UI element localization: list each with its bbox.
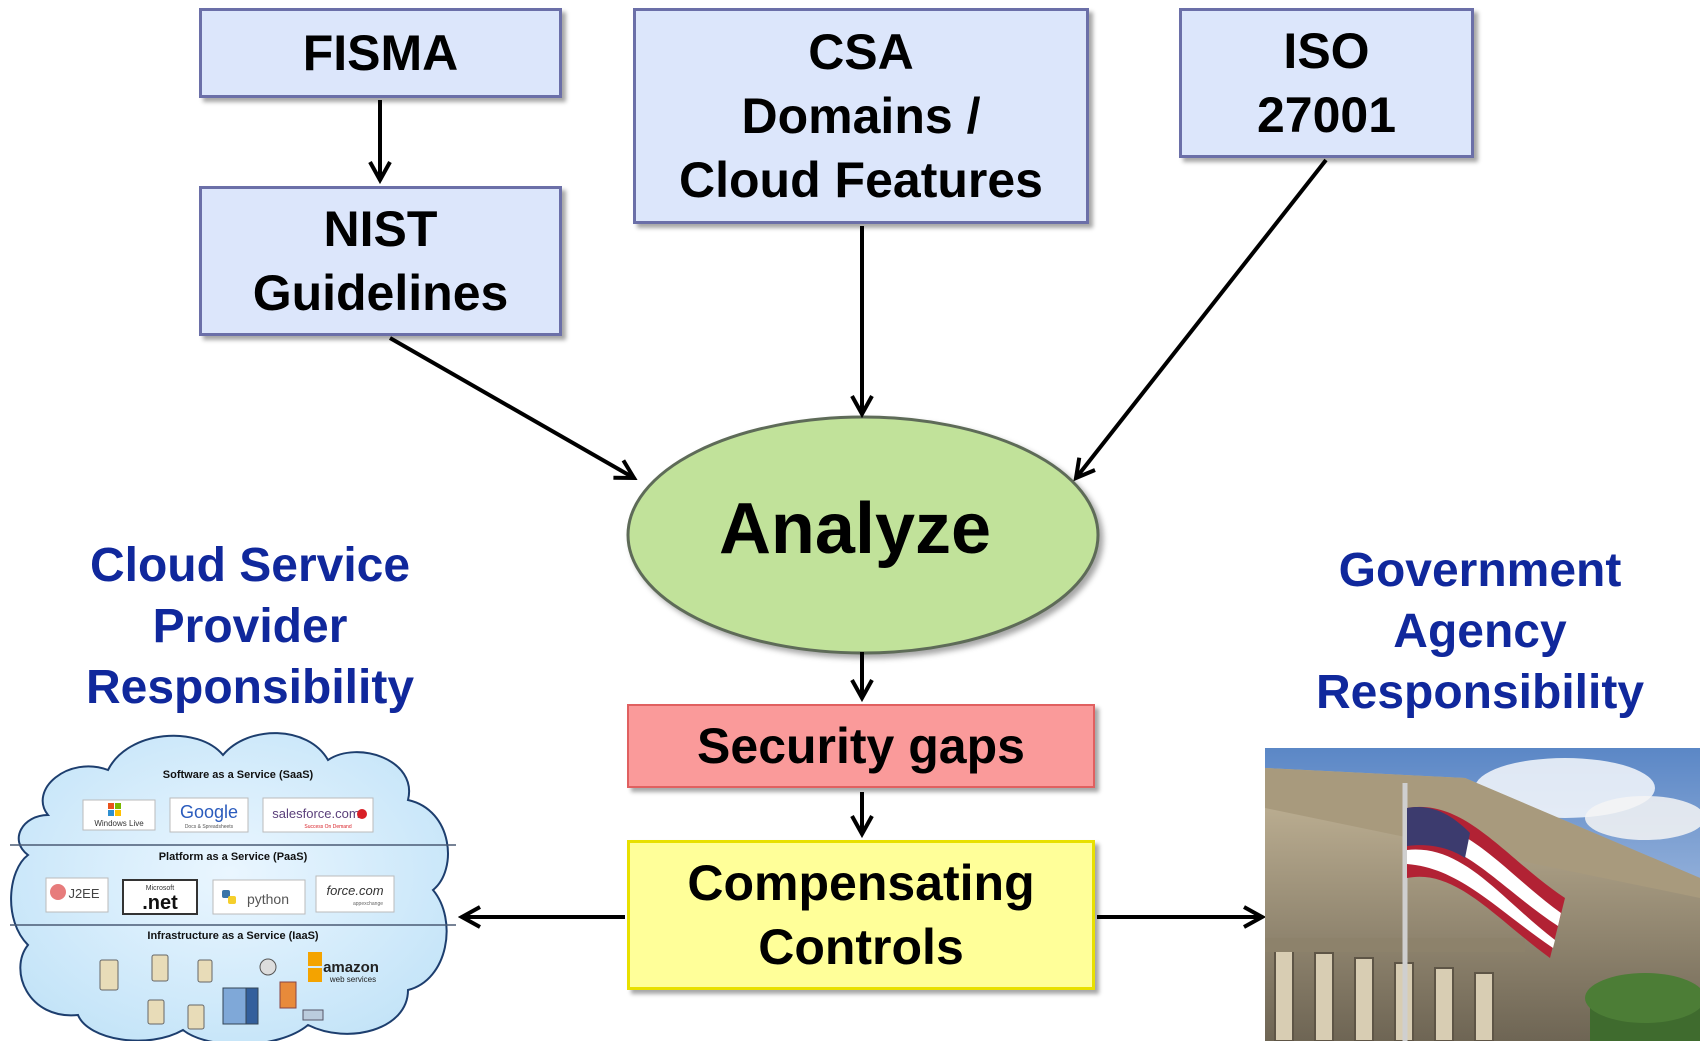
gov-label-line3: Responsibility [1315,666,1645,719]
force-com-logo: force.com appexchange [315,875,395,913]
nist-guidelines-box: NIST Guidelines [199,186,562,336]
iso-label-line1: ISO [1283,23,1370,79]
csa-label-line1: CSA [808,24,914,80]
building-flag-image [1265,748,1700,1041]
microsoft-text: Microsoft [146,885,174,892]
government-agency-responsibility-label: Government Agency Responsibility [1280,540,1680,723]
j2ee-text: J2EE [68,886,99,901]
force-com-text: force.com [326,883,383,898]
compensating-controls-box: Compensating Controls [627,840,1095,990]
security-gaps-box: Security gaps [627,704,1095,788]
google-sub-text: Docs & Spreadsheets [185,824,234,830]
security-gaps-label: Security gaps [697,718,1025,774]
gov-label-line2: Agency [1393,605,1567,658]
salesforce-logo: salesforce.com Success On Demand [262,797,374,833]
amazon-text: amazon [323,959,379,976]
web-services-text: web services [329,975,376,984]
switch-icon [302,1009,324,1021]
server-icon [197,959,213,983]
csa-label-line3: Cloud Features [679,152,1043,208]
amazon-web-services-logo: amazon web services [308,952,379,984]
server-icon [187,1004,205,1030]
firewall-icon [279,981,297,1009]
python-logo: python [212,879,306,915]
american-flag [1407,806,1565,958]
iso-27001-box: ISO 27001 [1179,8,1474,158]
storage-icon [245,987,259,1025]
force-sub-text: appexchange [353,901,383,907]
salesforce-sub-text: Success On Demand [304,824,351,830]
compensating-label-line2: Controls [758,919,964,975]
server-icon [147,999,165,1025]
paas-heading: Platform as a Service (PaaS) [159,851,308,863]
iso-label-line2: 27001 [1256,87,1397,143]
compensating-label-line1: Compensating [687,855,1035,911]
storage-icon [222,987,250,1025]
csp-label-line2: Provider [152,600,348,653]
arrow-iso-to-analyze [1076,158,1328,478]
nist-label-line1: NIST [323,201,438,257]
cloud-services-graphic: Software as a Service (SaaS) Platform as… [10,732,456,1041]
csa-label-line2: Domains / [741,88,981,144]
dotnet-logo: Microsoft .net [122,879,198,915]
fisma-label: FISMA [302,25,459,81]
j2ee-logo: J2EE [45,877,109,913]
nist-label-line2: Guidelines [252,265,509,321]
router-icon [259,958,277,976]
python-text: python [247,891,289,907]
csp-label-line3: Responsibility [85,661,415,714]
government-building-photo [1265,748,1700,1041]
gov-label-line1: Government [1338,544,1622,597]
server-icon [99,959,119,991]
cloud-provider-responsibility-label: Cloud Service Provider Responsibility [40,535,460,718]
google-logo: Google Docs & Spreadsheets [169,797,249,833]
google-text: Google [180,802,238,822]
salesforce-text: salesforce.com [272,806,359,821]
fisma-box: FISMA [199,8,562,98]
windows-live-logo: Windows Live [82,799,156,831]
arrow-nist-to-analyze [389,336,634,478]
windows-live-text: Windows Live [94,819,144,828]
analyze-label: Analyze [718,489,992,569]
csp-label-line1: Cloud Service [89,539,411,592]
server-icons [99,954,324,1030]
server-icon [151,954,169,982]
iaas-heading: Infrastructure as a Service (IaaS) [147,930,319,942]
saas-heading: Software as a Service (SaaS) [163,769,314,781]
csa-box: CSA Domains / Cloud Features [633,8,1089,224]
dotnet-text: .net [142,892,178,914]
